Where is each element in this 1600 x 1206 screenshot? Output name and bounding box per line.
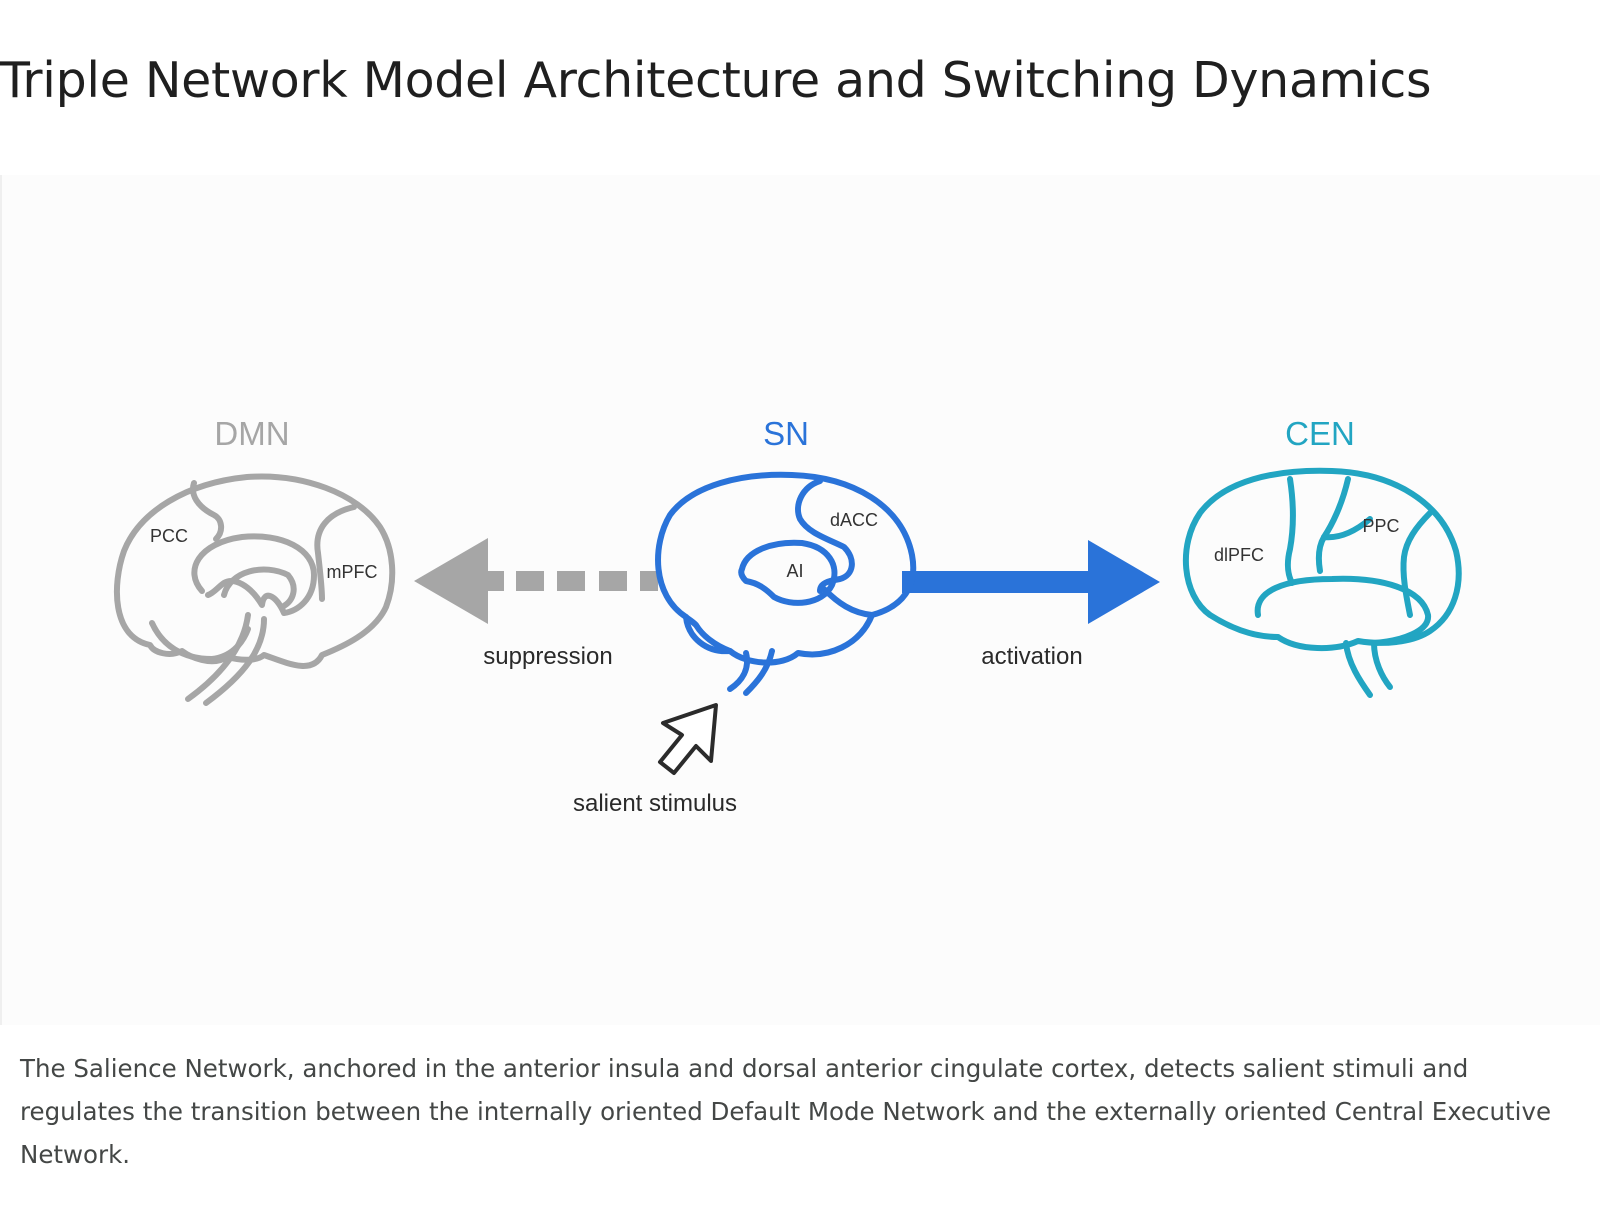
cursor-arrow-icon [658, 703, 718, 775]
suppression-dash [488, 571, 504, 591]
cen-sulcus-pre [1284, 476, 1296, 586]
sn-region-dacc: dACC [830, 510, 878, 530]
dmn-sulcus-top [190, 480, 224, 542]
dmn-brain [113, 473, 396, 706]
dmn-sulcus-front [314, 504, 357, 602]
suppression-dash [557, 571, 585, 591]
cen-brainstem-2 [1371, 640, 1393, 690]
dmn-label: DMN [214, 415, 289, 452]
sn-brainstem-1 [727, 650, 750, 692]
sn-brain [655, 471, 917, 696]
suppression-arrowhead [414, 538, 488, 624]
cen-temporal-lobe [1254, 575, 1431, 646]
cen-sulcus-central [1315, 476, 1351, 574]
sn-sulcus-lower [821, 586, 875, 618]
suppression-dash [516, 571, 544, 591]
dmn-brainstem-2 [203, 616, 267, 706]
activation-shaft [902, 571, 1092, 593]
activation-label: activation [981, 643, 1082, 670]
activation-arrow [902, 540, 1160, 624]
cen-region-dlpfc: dlPFC [1214, 545, 1264, 565]
suppression-dash [599, 571, 627, 591]
figure-caption: The Salience Network, anchored in the an… [20, 1054, 1552, 1169]
cen-sulcus-ppc [1321, 516, 1373, 541]
cen-brain [1182, 467, 1462, 698]
stimulus-label: salient stimulus [573, 790, 737, 817]
sn-dacc-region [795, 478, 855, 594]
suppression-dash [640, 571, 658, 591]
dmn-brainstem-1 [185, 612, 251, 702]
sn-brain-outline [655, 471, 917, 666]
cen-brainstem-1 [1343, 640, 1373, 698]
sn-label: SN [763, 415, 809, 452]
sn-brainstem-2 [743, 648, 775, 696]
cen-region-ppc: PPC [1362, 516, 1399, 536]
sn-cerebellum [683, 614, 733, 655]
sn-ai-region [738, 539, 838, 606]
suppression-label: suppression [483, 643, 612, 670]
suppression-arrow [414, 538, 658, 624]
dmn-region-mpfc: mPFC [327, 562, 378, 582]
activation-arrowhead [1088, 540, 1160, 624]
cen-brain-outline [1182, 467, 1462, 651]
triple-network-diagram: DMN PCC mPFC suppression activation [113, 415, 1462, 817]
dmn-thalamus [221, 566, 297, 610]
dmn-region-pcc: PCC [150, 526, 188, 546]
sn-region-ai: AI [786, 561, 803, 581]
dmn-corpus-callosum [191, 533, 317, 616]
diagram-panel: DMN PCC mPFC suppression activation [0, 175, 1600, 1025]
page-title: Triple Network Model Architecture and Sw… [0, 52, 1432, 109]
cen-sulcus-back [1400, 510, 1433, 618]
cen-label: CEN [1285, 415, 1355, 452]
